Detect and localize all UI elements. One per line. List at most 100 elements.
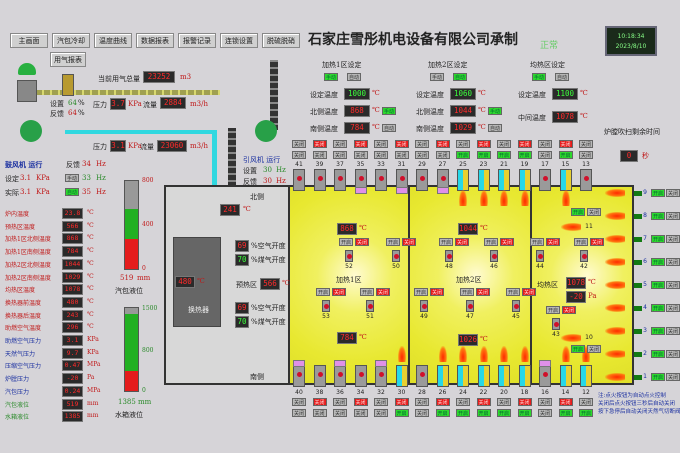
side-burner-open-button[interactable]: 开启 [651,281,665,289]
burner-slot[interactable] [313,365,326,387]
burner-toggle-button[interactable]: 开启 [476,151,491,159]
zone-auto-button[interactable]: 自动 [555,73,569,81]
burner-toggle-button[interactable]: 开启 [497,409,511,417]
side-burner-close-button[interactable]: 关闭 [666,258,680,266]
nav-gas-report[interactable]: 用气报表 [50,52,86,67]
side-burner-open-button[interactable]: 开启 [651,304,665,312]
burner-slot[interactable] [354,365,367,387]
burner-toggle-button[interactable]: 关闭 [333,151,347,159]
burner-toggle-button[interactable]: 关闭 [538,409,552,417]
burner-slot[interactable] [334,365,346,387]
zone-auto-button[interactable]: 自动 [347,73,361,81]
burner-toggle-button[interactable]: 关闭 [415,151,429,159]
side-mode-button[interactable]: 手动 [382,107,396,115]
side-burner-open-button[interactable]: 开启 [651,373,665,381]
burner-slot[interactable] [416,365,428,387]
zone-manual-button[interactable]: 手动 [324,73,338,81]
side-burner-close-button[interactable]: 关闭 [666,281,680,289]
burner-toggle-button[interactable]: 开启 [456,409,470,417]
tc-open-button[interactable]: 开启 [386,238,400,246]
burner-toggle-button[interactable]: 关闭 [292,151,306,159]
burner-slot[interactable] [375,169,387,191]
zone-manual-button[interactable]: 手动 [430,73,444,81]
side-burner-close-button[interactable]: 关闭 [666,235,680,243]
side-mode-button[interactable]: 自动 [488,124,502,132]
burner-slot[interactable] [457,169,469,191]
blower-manual-button[interactable]: 手动 [65,174,79,182]
burner-slot[interactable] [416,169,428,191]
nav-alarm-log[interactable]: 报警记录 [178,33,216,48]
burner-slot[interactable] [539,169,551,191]
burner-toggle-button[interactable]: 关闭 [333,409,347,417]
tc-open-button[interactable]: 开启 [484,238,498,246]
tc-open-button[interactable]: 开启 [530,238,544,246]
burner-slot[interactable] [559,365,572,387]
tc-open-button[interactable]: 开启 [574,238,588,246]
burner-slot[interactable] [498,365,510,387]
inner-burner-open-button[interactable]: 开启 [571,208,585,216]
burner-slot[interactable] [313,169,326,191]
tc-open-button[interactable]: 开启 [506,288,520,296]
burner-toggle-button[interactable]: 开启 [394,409,409,417]
tc-open-button[interactable]: 开启 [439,238,453,246]
inner-burner-close-button[interactable]: 关闭 [587,345,601,353]
burner-slot[interactable] [354,169,367,191]
burner-toggle-button[interactable]: 开启 [456,151,470,159]
side-burner-close-button[interactable]: 关闭 [666,189,680,197]
burner-toggle-button[interactable]: 关闭 [374,409,388,417]
burner-slot[interactable] [457,365,469,387]
burner-slot[interactable] [518,365,531,387]
tc-open-button[interactable]: 开启 [414,288,428,296]
nav-temp-curve[interactable]: 温度曲线 [94,33,132,48]
nav-interlock[interactable]: 连锁设置 [220,33,258,48]
nav-main[interactable]: 主画面 [10,33,48,48]
side-burner-open-button[interactable]: 开启 [651,212,665,220]
burner-toggle-button[interactable]: 关闭 [312,151,327,159]
burner-toggle-button[interactable]: 开启 [497,151,511,159]
inner-burner-open-button[interactable]: 开启 [571,345,585,353]
burner-slot[interactable] [477,169,490,191]
tc-open-button[interactable]: 开启 [316,288,330,296]
side-burner-close-button[interactable]: 关闭 [666,212,680,220]
tc-open-button[interactable]: 开启 [360,288,374,296]
burner-toggle-button[interactable]: 关闭 [292,409,306,417]
burner-slot[interactable] [539,365,551,387]
nav-desulfur[interactable]: 脱硫脱硝 [262,33,300,48]
burner-slot[interactable] [436,365,449,387]
burner-toggle-button[interactable]: 关闭 [353,151,368,159]
burner-toggle-button[interactable]: 开启 [517,409,532,417]
side-burner-close-button[interactable]: 关闭 [666,373,680,381]
burner-slot[interactable] [518,169,531,191]
blower-auto-button[interactable]: 自动 [65,188,79,196]
burner-slot[interactable] [375,365,387,387]
burner-toggle-button[interactable]: 关闭 [353,409,368,417]
burner-toggle-button[interactable]: 开启 [558,409,573,417]
side-burner-close-button[interactable]: 关闭 [666,304,680,312]
burner-slot[interactable] [334,169,346,191]
burner-toggle-button[interactable]: 关闭 [394,151,409,159]
burner-toggle-button[interactable]: 关闭 [435,151,450,159]
burner-slot[interactable] [293,365,305,387]
side-burner-open-button[interactable]: 开启 [651,235,665,243]
burner-toggle-button[interactable]: 关闭 [312,409,327,417]
zone-manual-button[interactable]: 手动 [532,73,546,81]
side-burner-open-button[interactable]: 开启 [651,327,665,335]
burner-slot[interactable] [559,169,572,191]
burner-toggle-button[interactable]: 开启 [517,151,532,159]
burner-toggle-button[interactable]: 开启 [579,409,593,417]
tc-open-button[interactable]: 开启 [546,306,560,314]
side-burner-close-button[interactable]: 关闭 [666,327,680,335]
nav-data-report[interactable]: 数据报表 [136,33,174,48]
burner-slot[interactable] [580,365,592,387]
tc-open-button[interactable]: 开启 [460,288,474,296]
side-burner-open-button[interactable]: 开启 [651,350,665,358]
side-burner-close-button[interactable]: 关闭 [666,350,680,358]
burner-slot[interactable] [293,169,305,191]
burner-slot[interactable] [395,365,408,387]
burner-toggle-button[interactable]: 开启 [558,151,573,159]
burner-toggle-button[interactable]: 开启 [476,409,491,417]
burner-slot[interactable] [498,169,510,191]
burner-toggle-button[interactable]: 关闭 [579,151,593,159]
side-mode-button[interactable]: 自动 [382,124,396,132]
burner-toggle-button[interactable]: 关闭 [374,151,388,159]
